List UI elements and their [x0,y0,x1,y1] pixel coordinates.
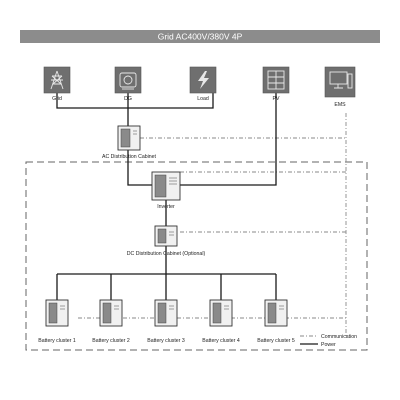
pv-label: PV [273,96,280,102]
power-lines [56,92,277,300]
grid-label: Grid [52,96,62,102]
communication-lines [78,113,347,338]
ac-distribution-cabinet-node: AC Distribution Cabinet [102,125,157,160]
ems-label: EMS [334,102,346,108]
inverter-label: Inverter [157,204,175,210]
battery-clusters: Battery cluster 1 Battery cluster 2 Batt… [38,299,295,344]
battery-cluster-2: Battery cluster 2 [92,299,130,344]
pv-node: PV [262,66,290,102]
battery-cluster-label: Battery cluster 5 [257,338,295,344]
dc-cabinet-label: DC Distribution Cabinet (Optional) [127,251,206,257]
grid-node: Grid [43,66,71,102]
transmission-tower-icon [50,70,64,90]
system-boundary [25,161,368,351]
battery-cluster-label: Battery cluster 4 [202,338,240,344]
dg-label: DG [124,96,132,102]
dc-distribution-cabinet-node: DC Distribution Cabinet (Optional) [127,225,206,257]
legend-communication-label: Communication [321,334,357,340]
battery-cluster-label: Battery cluster 3 [147,338,185,344]
lightning-bolt-icon [198,71,209,89]
load-node: Load [189,66,217,102]
solar-panel-icon [267,70,285,90]
legend: Communication Power [300,334,357,348]
generator-icon [119,72,137,90]
computer-monitor-icon [329,71,353,89]
ac-cabinet-label: AC Distribution Cabinet [102,154,156,160]
ems-node: EMS [324,66,356,108]
inverter-node: Inverter [151,171,181,210]
battery-cluster-1: Battery cluster 1 [38,299,76,344]
battery-cluster-3: Battery cluster 3 [147,299,185,344]
battery-cluster-4: Battery cluster 4 [202,299,240,344]
battery-cluster-label: Battery cluster 2 [92,338,130,344]
dg-node: DG [114,66,142,102]
battery-cluster-5: Battery cluster 5 [257,299,295,344]
battery-cluster-label: Battery cluster 1 [38,338,76,344]
load-label: Load [197,96,209,102]
diagram-title: Grid AC400V/380V 4P [158,32,243,42]
title-bar [20,30,380,43]
ems-icon-box [324,66,356,98]
legend-power-label: Power [321,342,336,348]
